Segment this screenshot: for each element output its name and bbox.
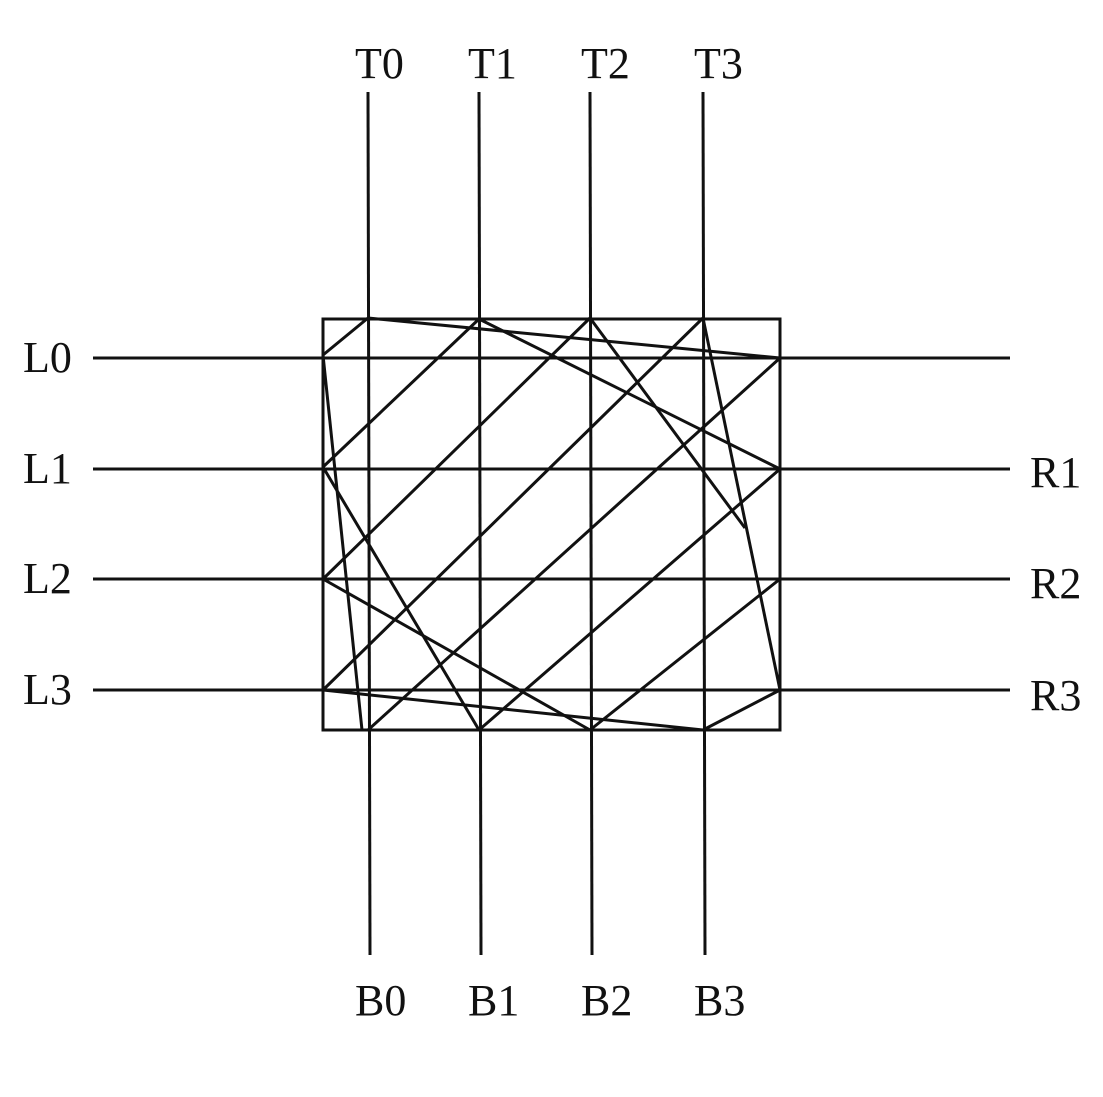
switch-l2-t2 [321, 316, 592, 581]
vertical-track-2 [588, 91, 594, 956]
switch-l2-b2 [322, 577, 591, 732]
label-left-0: L0 [23, 333, 72, 382]
switch-l0-b0 [321, 354, 364, 731]
switch-box-frame [321, 317, 782, 732]
label-top-3: T3 [694, 39, 743, 88]
switch-t3-r3 [701, 317, 782, 691]
label-left-3: L3 [23, 665, 72, 714]
switch-l3-b3 [322, 688, 704, 732]
vertical-track-1 [477, 91, 483, 956]
label-top-2: T2 [581, 39, 630, 88]
switch-t1-r1 [478, 317, 781, 471]
switch-t0-r0 [367, 316, 781, 360]
switch-l1-b1 [321, 466, 481, 731]
switch-l1-t1 [321, 317, 481, 469]
switch-b3-r3 [702, 688, 781, 732]
label-bottom-0: B0 [355, 976, 406, 1025]
label-top-0: T0 [355, 39, 404, 88]
label-right-3: R3 [1030, 671, 1081, 720]
switch-l3-t3 [321, 316, 705, 692]
label-left-1: L1 [23, 444, 72, 493]
label-top-1: T1 [468, 39, 517, 88]
vertical-track-3 [701, 91, 707, 956]
switch-b1-r1 [478, 467, 781, 732]
label-bottom-3: B3 [694, 976, 745, 1025]
vertical-track-0 [366, 91, 372, 956]
label-right-1: R1 [1030, 448, 1081, 497]
switch-b0-r0 [366, 356, 782, 732]
switch-l0-t0 [322, 316, 369, 357]
switch-t2-b3 [588, 317, 747, 529]
label-left-2: L2 [23, 554, 72, 603]
label-bottom-2: B2 [581, 976, 632, 1025]
label-bottom-1: B1 [468, 976, 519, 1025]
switch-b2-r2 [589, 577, 781, 732]
label-right-2: R2 [1030, 559, 1081, 608]
